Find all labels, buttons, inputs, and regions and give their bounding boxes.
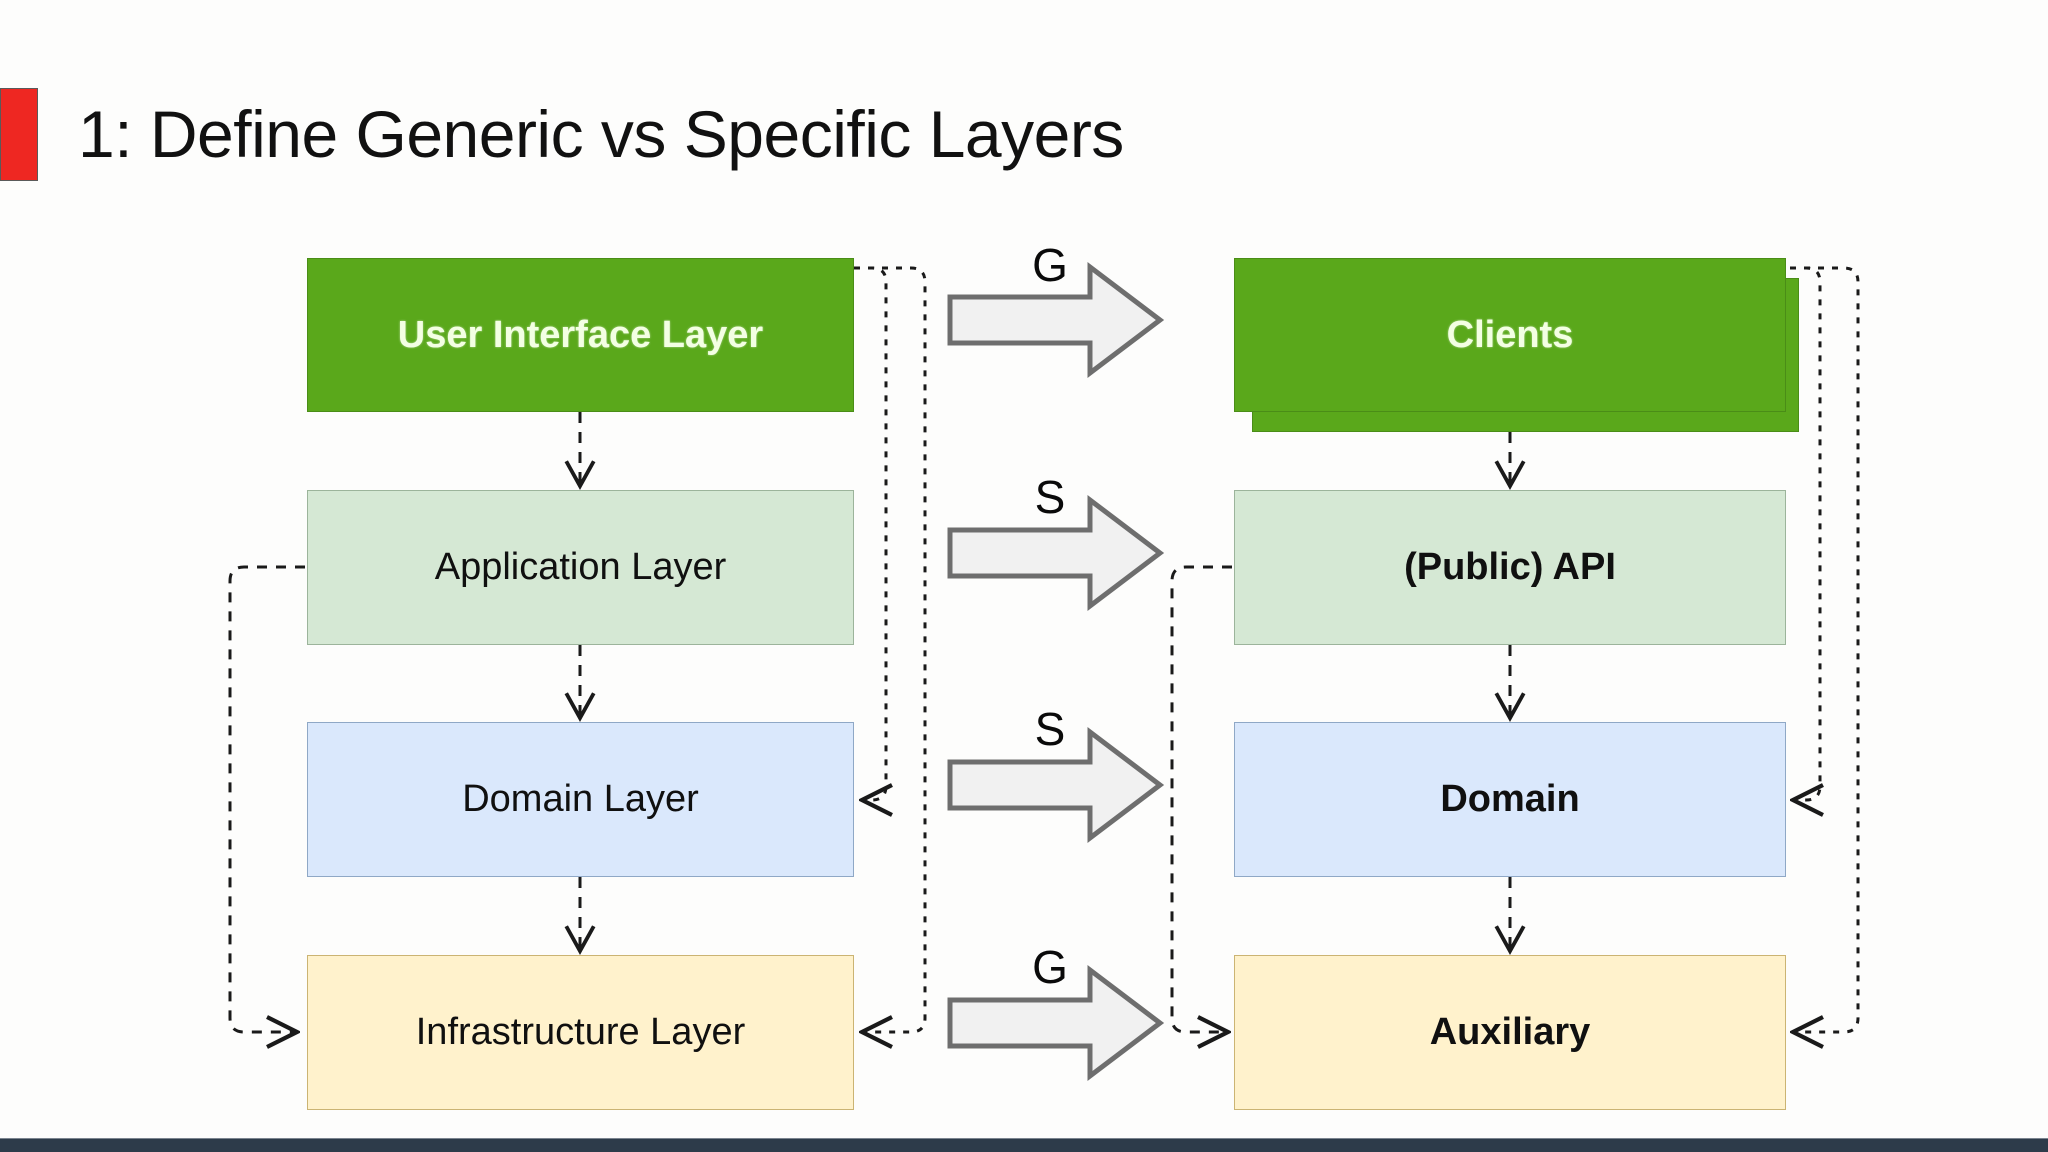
left-application-to-infrastructure-connector <box>228 565 305 1032</box>
node-label: User Interface Layer <box>397 313 764 356</box>
node-domain[interactable]: Domain <box>1234 722 1786 877</box>
node-label: Clients <box>1446 313 1574 356</box>
mapping-arrow-row-3 <box>947 726 1165 844</box>
mapping-arrow-row-4 <box>947 964 1165 1082</box>
node-label: Application Layer <box>434 546 727 588</box>
slide-footer-bar <box>0 1138 2048 1152</box>
mapping-block-arrows <box>947 261 1165 1082</box>
node-label: Auxiliary <box>1429 1011 1591 1053</box>
node-infrastructure-layer[interactable]: Infrastructure Layer <box>307 955 854 1110</box>
mapping-arrow-label-row-2: S <box>1034 471 1066 523</box>
right-clients-to-auxiliary-connector <box>1790 266 1860 1032</box>
page-title: 1: Define Generic vs Specific Layers <box>78 97 1124 171</box>
node-domain-layer[interactable]: Domain Layer <box>307 722 854 877</box>
mapping-arrow-row-1 <box>947 261 1165 379</box>
node-label: Infrastructure Layer <box>415 1011 746 1053</box>
mapping-arrow-label-row-3: S <box>1034 703 1066 755</box>
mapping-arrow-label-row-4: G <box>1032 941 1068 993</box>
mapping-arrow-row-2 <box>947 494 1165 612</box>
right-api-to-auxiliary-connector <box>1170 565 1232 1032</box>
node-label: Domain <box>1440 778 1580 820</box>
node-public-api[interactable]: (Public) API <box>1234 490 1786 645</box>
mapping-arrow-label-row-1: G <box>1032 239 1068 291</box>
slide-accent-bar <box>0 88 38 181</box>
node-clients[interactable]: Clients <box>1234 258 1786 412</box>
node-label: Domain Layer <box>462 778 699 820</box>
left-ui-to-domain-connector <box>854 266 886 800</box>
node-auxiliary[interactable]: Auxiliary <box>1234 955 1786 1110</box>
node-user-interface-layer[interactable]: User Interface Layer <box>307 258 854 412</box>
left-ui-to-infrastructure-connector <box>854 266 927 1032</box>
node-label: (Public) API <box>1404 546 1616 588</box>
node-application-layer[interactable]: Application Layer <box>307 490 854 645</box>
